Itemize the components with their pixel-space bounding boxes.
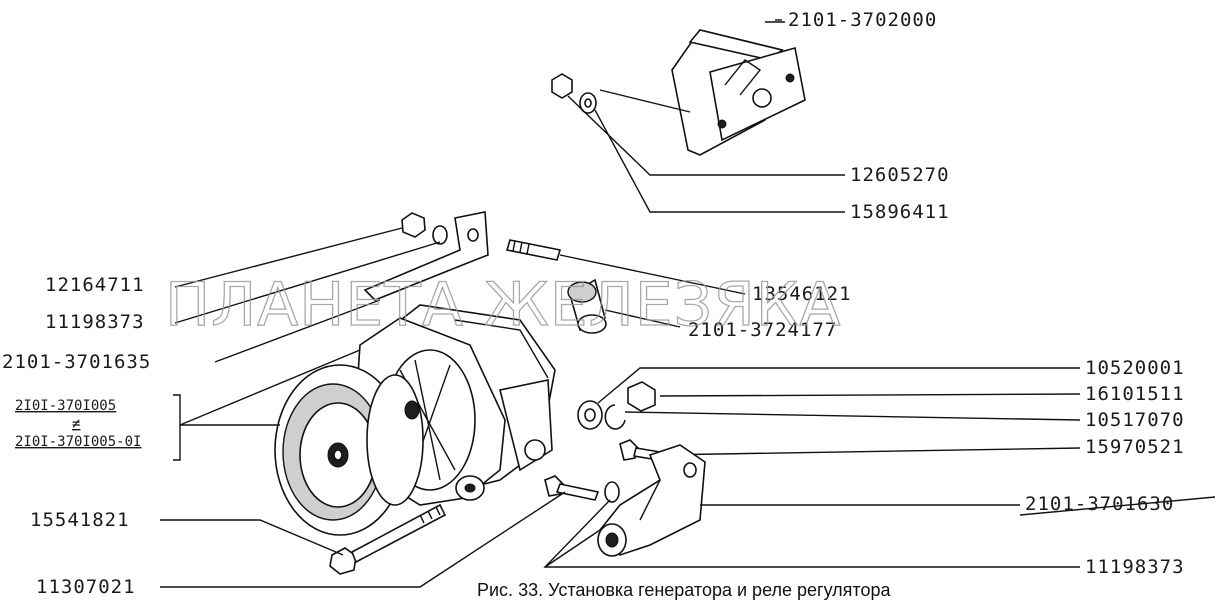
label-generator-variant-1: 2I0I-370I005 bbox=[15, 398, 116, 414]
label-regulator: 2101-3702000 bbox=[788, 9, 937, 31]
label-nut-16101511: 16101511 bbox=[1085, 383, 1185, 405]
label-stud-13546121: 13546121 bbox=[752, 283, 852, 305]
bushing-2101-3724177-part bbox=[567, 278, 607, 334]
bolt-11307021-part bbox=[544, 475, 600, 501]
label-nut-15896411: 15896411 bbox=[850, 201, 950, 223]
label-generator-variant-2: 2I0I-370I005-0I bbox=[15, 434, 141, 450]
watermark: ПЛАНЕТА ЖЕЛЕЗЯКА bbox=[165, 270, 841, 340]
label-bolt-15541821: 15541821 bbox=[30, 509, 130, 531]
spring-washer-10517070-part bbox=[604, 404, 626, 430]
label-bolt-15970521: 15970521 bbox=[1085, 436, 1185, 458]
label-nut-12164711: 12164711 bbox=[45, 274, 145, 296]
label-washer-12605270: 12605270 bbox=[850, 164, 950, 186]
label-washer-10517070: 10517070 bbox=[1085, 409, 1185, 431]
washer-10520001-part bbox=[577, 400, 603, 430]
label-generator-variant-separator: ≠ bbox=[72, 416, 80, 432]
bolt-15541821-part bbox=[329, 503, 447, 575]
label-bolt-11307021: 11307021 bbox=[36, 576, 136, 598]
nut-16101511-part bbox=[627, 381, 656, 412]
figure-caption: Рис. 33. Установка генератора и реле рег… bbox=[477, 580, 891, 600]
stud-13546121-part bbox=[505, 239, 562, 261]
washer-15896411-part bbox=[579, 92, 597, 114]
generator bbox=[274, 304, 556, 536]
nut-12164711-part bbox=[401, 212, 426, 238]
label-washer-11198373-bottom: 11198373 bbox=[1085, 556, 1185, 578]
bracket-2101-3701630-part bbox=[597, 444, 706, 557]
label-bracket-2101-3701635: 2101-3701635 bbox=[2, 351, 151, 373]
bracket-2101-3701635-part bbox=[363, 211, 489, 301]
washer-11198373-top-part bbox=[432, 225, 448, 245]
voltage-regulator bbox=[671, 29, 806, 156]
washer-11198373-bottom-part bbox=[604, 481, 620, 503]
label-washer-10520001: 10520001 bbox=[1085, 357, 1185, 379]
label-bushing-2101-3724177: 2101-3724177 bbox=[688, 319, 837, 341]
nut-12605270-part bbox=[551, 73, 573, 99]
label-bracket-2101-3701630: 2101-3701630 bbox=[1025, 493, 1174, 515]
label-washer-11198373-top: 11198373 bbox=[45, 311, 145, 333]
